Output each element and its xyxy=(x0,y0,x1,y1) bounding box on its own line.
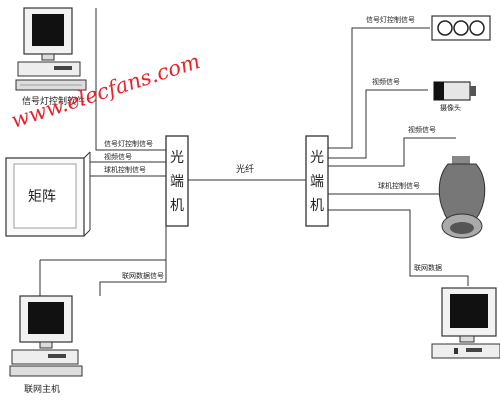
network-host-computer xyxy=(9,295,83,377)
computer-case xyxy=(11,349,79,365)
left-signal-4: 联网数据信号 xyxy=(122,271,164,280)
traffic-light xyxy=(431,15,491,41)
fiber-label: 光纤 xyxy=(236,163,254,175)
left-optical-terminal-char-2: 端 xyxy=(170,174,184,190)
right-optical-terminal-char-2: 端 xyxy=(310,174,324,190)
left-optical-terminal xyxy=(165,135,189,227)
network-host-label: 联网主机 xyxy=(24,383,60,395)
right-signal-camera: 视频信号 xyxy=(372,77,400,86)
matrix-label: 矩阵 xyxy=(28,189,56,205)
monitor-stand xyxy=(459,335,475,343)
left-signal-1: 信号灯控制信号 xyxy=(104,139,153,148)
signal-control-software-label: 信号灯控制软件 xyxy=(22,95,85,107)
traffic-light-lamp-icon xyxy=(437,20,453,36)
monitor-stand xyxy=(41,53,55,61)
right-signal-traffic: 信号灯控制信号 xyxy=(366,15,415,24)
right-optical-terminal-char-3: 机 xyxy=(310,198,324,214)
signal-control-computer xyxy=(15,7,87,91)
camera-label: 摄像头 xyxy=(440,103,461,112)
disk-drive xyxy=(54,66,72,70)
right-signal-network: 联网数据 xyxy=(414,263,442,272)
traffic-light-lamp-icon xyxy=(453,20,469,36)
remote-computer xyxy=(431,287,500,359)
left-signal-2: 视频信号 xyxy=(104,152,132,161)
matrix-box xyxy=(5,151,91,237)
camera-icon xyxy=(433,81,476,101)
traffic-light-lamp-icon xyxy=(469,20,485,36)
monitor-stand xyxy=(39,341,53,349)
computer-case xyxy=(17,61,81,77)
left-optical-terminal-char-3: 机 xyxy=(170,198,184,214)
monitor-screen xyxy=(32,14,64,46)
keyboard xyxy=(9,365,83,377)
disk-drive xyxy=(48,354,66,358)
right-wiring xyxy=(328,27,469,286)
right-optical-terminal-char-1: 光 xyxy=(310,150,324,166)
right-optical-terminal xyxy=(305,135,329,227)
right-signal-dome-video: 视频信号 xyxy=(408,125,436,134)
dome-camera-icon xyxy=(438,156,486,239)
monitor-screen xyxy=(28,302,64,334)
right-signal-dome-control: 球机控制信号 xyxy=(378,181,420,190)
monitor-screen xyxy=(450,294,488,328)
left-wiring xyxy=(39,8,167,296)
left-signal-3: 球机控制信号 xyxy=(104,165,146,174)
left-optical-terminal-char-1: 光 xyxy=(170,150,184,166)
